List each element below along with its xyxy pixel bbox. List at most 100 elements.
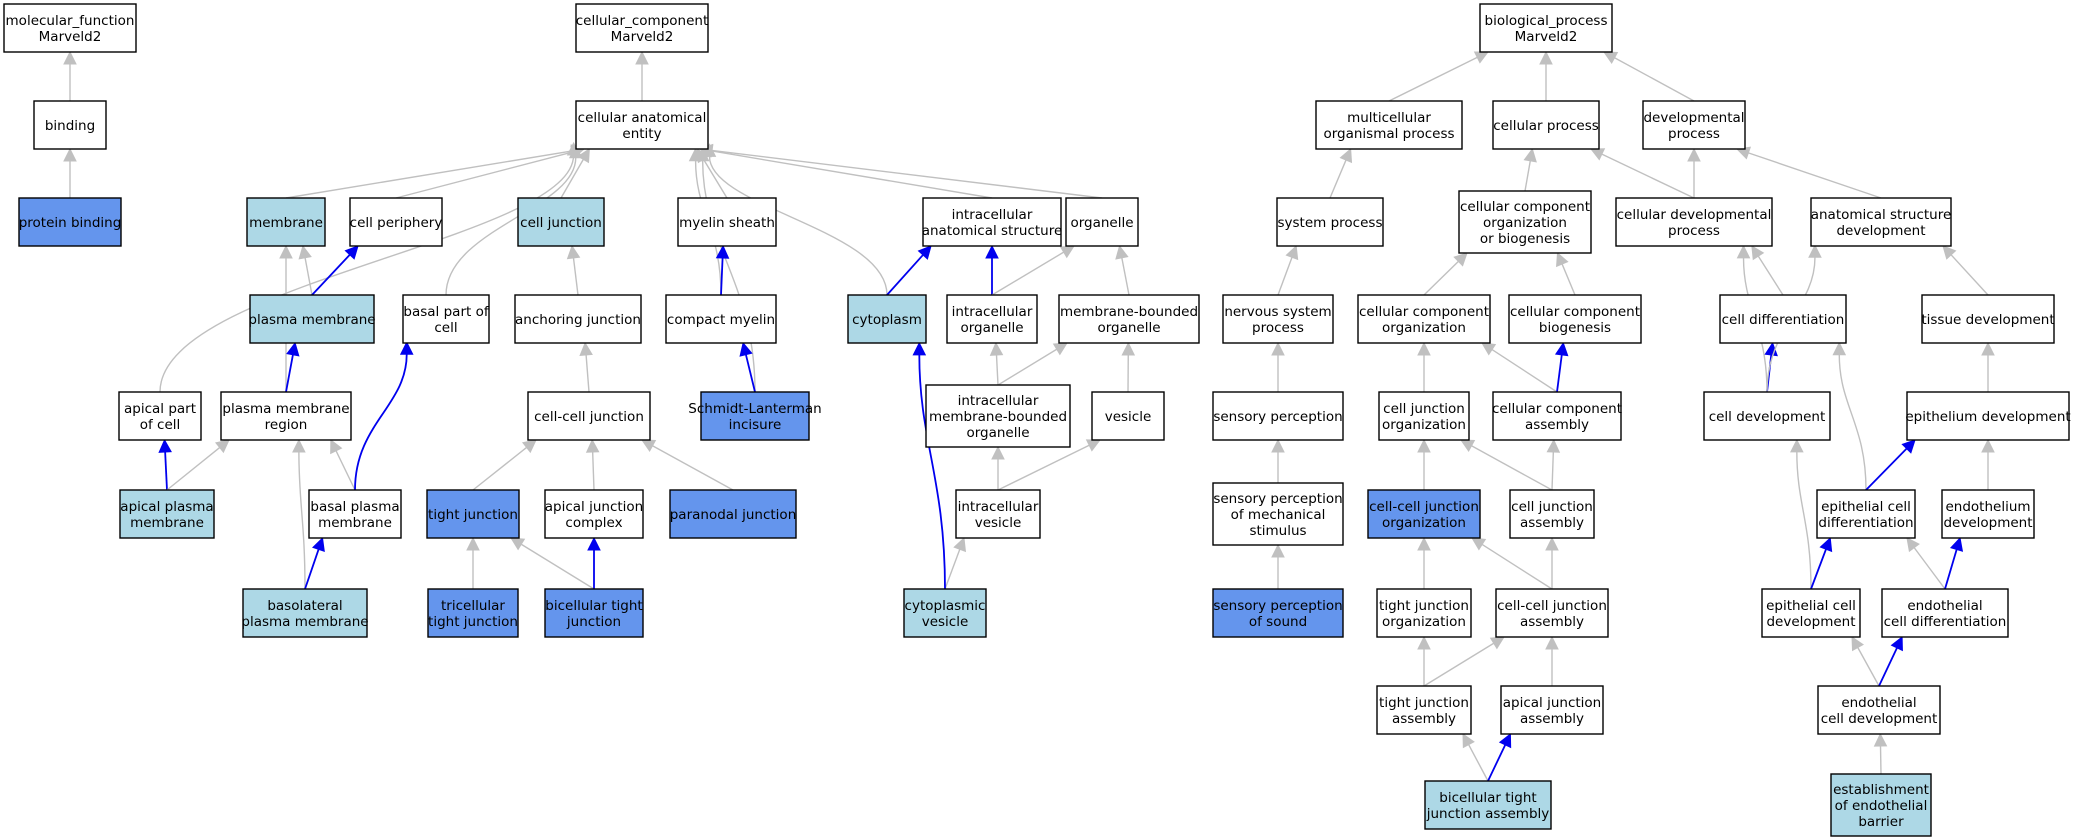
node-tissue-dev[interactable]: tissue development: [1921, 294, 2055, 344]
node-label: anatomical structure: [1811, 207, 1952, 223]
node-box: [575, 3, 709, 53]
node-system-process[interactable]: system process: [1276, 197, 1384, 247]
node-membrane[interactable]: membrane: [246, 197, 326, 247]
node-box: [1830, 773, 1932, 837]
node-cytoplasm[interactable]: cytoplasm: [847, 294, 927, 344]
node-label: molecular_function: [6, 13, 135, 29]
node-label: organization: [1382, 417, 1466, 433]
node-plasma-membrane[interactable]: plasma membrane: [248, 294, 376, 344]
node-vesicle[interactable]: vesicle: [1091, 391, 1165, 441]
node-sensory-perception[interactable]: sensory perception: [1212, 391, 1344, 441]
node-label: differentiation: [1818, 515, 1913, 531]
edge-nsp-to-system_process: [1277, 244, 1299, 296]
node-box: [118, 391, 202, 441]
node-box: [1222, 294, 1334, 344]
node-cell-cell-junction[interactable]: cell-cell junction: [527, 391, 651, 441]
node-organelle[interactable]: organelle: [1065, 197, 1139, 247]
node-label: cell junction: [520, 215, 602, 231]
node-anchoring-junction[interactable]: anchoring junction: [514, 294, 642, 344]
node-label: assembly: [1520, 614, 1584, 630]
node-protein-binding[interactable]: protein binding: [18, 197, 122, 247]
node-cell-periphery[interactable]: cell periphery: [349, 197, 443, 247]
node-cell-dev[interactable]: cell development: [1703, 391, 1831, 441]
node-cell-diff[interactable]: cell differentiation: [1719, 294, 1847, 344]
node-label: epithelial cell: [1821, 499, 1911, 515]
node-box: [847, 294, 927, 344]
node-box: [1509, 489, 1595, 539]
node-label: cell-cell junction: [534, 409, 644, 425]
edge-basal_part-to-cae: [445, 144, 583, 296]
node-box: [427, 588, 519, 638]
node-binding[interactable]: binding: [33, 100, 107, 150]
edge-ecdev-to-ecd: [1810, 536, 1833, 590]
node-label: junction assembly: [1426, 806, 1550, 822]
node-compact-myelin[interactable]: compact myelin: [665, 294, 777, 344]
node-label: development: [1836, 223, 1925, 239]
node-tight-junction[interactable]: tight junction: [426, 489, 520, 539]
edge-tja-to-tjo: [1417, 635, 1431, 686]
edge-paranodal-to-cell_cell_junction: [641, 439, 734, 491]
node-myelin-sheath[interactable]: myelin sheath: [677, 197, 777, 247]
node-cell-junction[interactable]: cell junction: [517, 197, 605, 247]
node-label: apical part: [124, 401, 196, 417]
node-box: [1761, 588, 1861, 638]
node-box: [1508, 294, 1642, 344]
node-paranodal[interactable]: paranodal junction: [669, 489, 797, 539]
node-box: [1921, 294, 2055, 344]
node-label: paranodal junction: [670, 507, 797, 523]
node-cellular-process[interactable]: cellular process: [1492, 100, 1600, 150]
node-box: [1500, 685, 1604, 735]
node-label: region: [265, 417, 308, 433]
node-epithelium-dev[interactable]: epithelium development: [1905, 391, 2071, 441]
node-label: Marveld2: [611, 29, 674, 45]
node-label: endothelial: [1907, 598, 1982, 614]
edge-endo_cd-to-ecd: [1906, 537, 1946, 590]
